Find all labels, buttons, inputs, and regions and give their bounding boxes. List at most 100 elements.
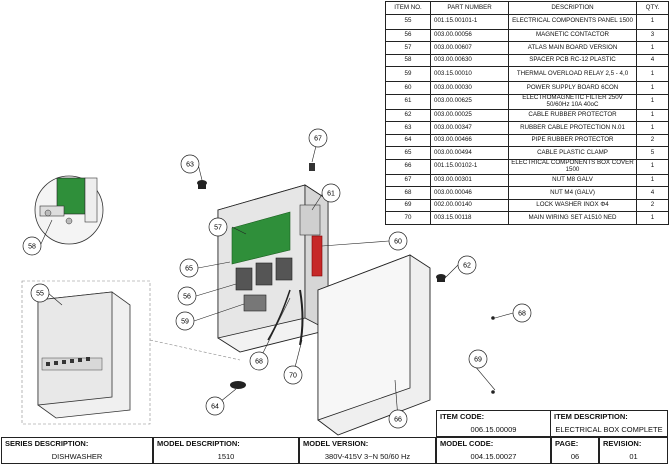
cell-qty: 1 (636, 108, 669, 122)
cell-description: PIPE RUBBER PROTECTOR (508, 133, 637, 147)
cell-item-no: 57 (385, 41, 431, 55)
callout-55 (30, 283, 50, 303)
box-cover-66 (317, 254, 431, 436)
callout-63-label: 63 (186, 162, 194, 169)
cell-item-no: 56 (385, 28, 431, 42)
model-description-box: MODEL DESCRIPTION: 1510 (153, 437, 299, 464)
cell-description: CABLE RUBBER PROTECTOR (508, 108, 637, 122)
callout-60 (388, 231, 408, 251)
callout-62-label: 62 (463, 263, 471, 270)
item-code-label: ITEM CODE: (440, 412, 485, 421)
item-description-value: ELECTRICAL BOX COMPLETE (555, 425, 663, 434)
model-code-box: MODEL CODE: 004.15.00027 (436, 437, 551, 464)
callout-61 (321, 183, 341, 203)
cell-description: NUT M8 GALV (508, 173, 637, 187)
cell-qty: 1 (636, 173, 669, 187)
cell-qty: 1 (636, 211, 669, 225)
cell-part-number: 003.00.00046 (430, 186, 509, 200)
cell-part-number: 003.00.00056 (430, 28, 509, 42)
electrical-box (217, 184, 371, 353)
model-code-label: MODEL CODE: (440, 439, 494, 448)
header-item-no: ITEM NO. (385, 1, 431, 15)
callout-62 (457, 255, 477, 275)
cell-part-number: 003.00.00025 (430, 108, 509, 122)
cell-description: ELECTRICAL COMPONENTS PANEL 1500 (508, 13, 637, 30)
callout-68 (512, 303, 532, 323)
callout-56-label: 56 (183, 294, 191, 301)
callout-69 (468, 349, 488, 369)
cell-item-no: 58 (385, 53, 431, 67)
cell-part-number: 003.00.00301 (430, 173, 509, 187)
panel-55-view (21, 280, 151, 425)
callout-56 (177, 286, 197, 306)
callout-66-label: 66 (394, 417, 402, 424)
header-description: DESCRIPTION (508, 1, 637, 15)
revision-label: REVISION: (603, 439, 642, 448)
cell-part-number: 003.00.00347 (430, 121, 509, 135)
cell-item-no: 69 (385, 198, 431, 212)
page-label: PAGE: (555, 439, 579, 448)
header-qty: QTY. (636, 1, 669, 15)
cell-item-no: 67 (385, 173, 431, 187)
cell-part-number: 001.15.00102-1 (430, 158, 509, 175)
model-version-box: MODEL VERSION: 380V-415V 3~N 50/60 Hz (299, 437, 436, 464)
cell-qty: 1 (636, 93, 669, 110)
cell-qty: 2 (636, 133, 669, 147)
cell-item-no: 65 (385, 146, 431, 160)
callout-57-label: 57 (214, 225, 222, 232)
leader-lines (39, 137, 514, 420)
cell-qty: 1 (636, 158, 669, 175)
callout-60-label: 60 (394, 239, 402, 246)
cell-item-no: 62 (385, 108, 431, 122)
cell-part-number: 003.00.00625 (430, 93, 509, 110)
callout-68b-label: 68 (255, 359, 263, 366)
cell-description: MAGNETIC CONTACTOR (508, 28, 637, 42)
cell-part-number: 003.00.00607 (430, 41, 509, 55)
cell-part-number: 002.00.00140 (430, 198, 509, 212)
cell-part-number: 003.00.00466 (430, 133, 509, 147)
callout-70-label: 70 (289, 373, 297, 380)
cell-part-number: 003.15.00010 (430, 66, 509, 82)
cell-part-number: 003.00.00630 (430, 53, 509, 67)
cell-description: MAIN WIRING SET A1510 NED (508, 211, 637, 225)
callout-bubbles (22, 128, 532, 429)
cell-item-no: 70 (385, 211, 431, 225)
page-value: 06 (570, 452, 580, 461)
revision-value: 01 (629, 452, 638, 461)
cell-qty: 1 (636, 81, 669, 95)
page-box: PAGE: 06 (551, 437, 599, 464)
callout-68-label: 68 (518, 311, 526, 318)
item-code-value: 006.15.00009 (470, 425, 517, 434)
parts-list-table: ITEM NO. PART NUMBER DESCRIPTION QTY. 55… (385, 1, 669, 225)
cell-item-no: 68 (385, 186, 431, 200)
callout-59 (175, 311, 195, 331)
series-description-box: SERIES DESCRIPTION: DISHWASHER (1, 437, 153, 464)
cell-description: ELECTRICAL COMPONENTS BOX COVER 1500 (508, 158, 637, 175)
cell-item-no: 66 (385, 158, 431, 175)
detail-view-58 (34, 175, 104, 245)
cell-description: LOCK WASHER INOX Φ4 (508, 198, 637, 212)
cell-qty: 4 (636, 53, 669, 67)
callout-61-label: 61 (327, 191, 335, 198)
revision-box: REVISION: 01 (599, 437, 668, 464)
cell-qty: 1 (636, 66, 669, 82)
cell-description: ELECTROMAGNETIC FILTER 250V 50/60Hz 10A … (508, 93, 637, 110)
cell-qty: 1 (636, 13, 669, 30)
